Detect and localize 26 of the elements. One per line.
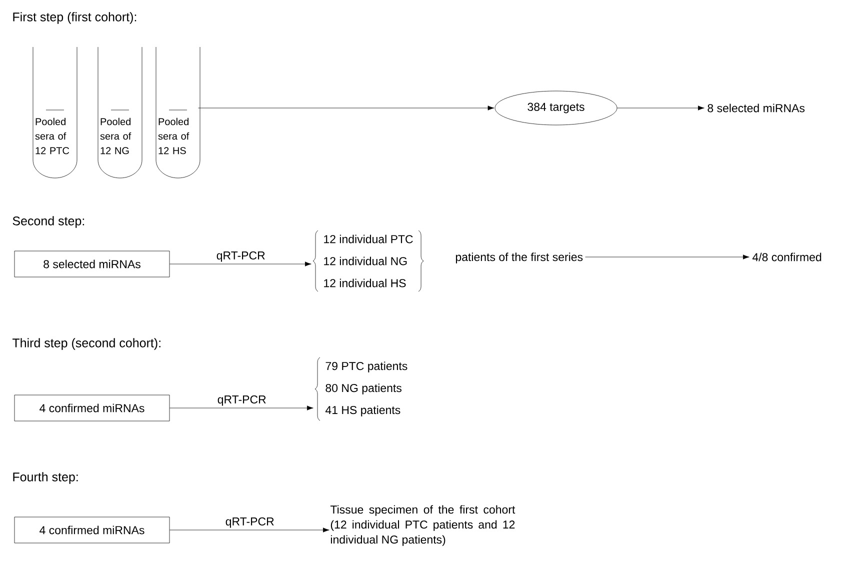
step-heading: First step (first cohort):	[13, 12, 136, 24]
text: Tissue specimen of the first cohort (12 individual PTC patients and 12 individual NG patients)	[330, 505, 516, 546]
process-box: 4 confirmed miRNAs	[14, 394, 170, 422]
text: 8 selected miRNAs	[708, 104, 805, 112]
arrow	[585, 254, 750, 260]
edge-label: qRT-PCR	[216, 251, 265, 262]
arrow	[170, 262, 312, 266]
text: patients of the first series	[456, 252, 583, 264]
step-heading: Fourth step:	[13, 472, 78, 484]
process-box: 4 confirmed miRNAs	[14, 516, 170, 544]
ellipse-node: 384 targets	[494, 90, 618, 126]
step-heading: Second step:	[12, 216, 84, 228]
bracketed-group: 12 individual PTC 12 individual NG 12 individual HS	[312, 230, 424, 292]
text: 4/8 confirmed	[752, 252, 822, 262]
tube-drawing: Pooled sera of 12 NG	[98, 46, 142, 178]
arrow	[617, 106, 704, 110]
step-heading: Third step (second cohort):	[12, 338, 160, 350]
bracketed-group: 79 PTC patients 80 NG patients 41 HS patients	[314, 357, 408, 421]
edge-label: qRT-PCR	[218, 395, 266, 406]
arrow	[170, 406, 314, 410]
arrow	[198, 106, 494, 110]
edge-label: qRT-PCR	[226, 517, 274, 528]
process-box: 8 selected miRNAs	[14, 250, 170, 278]
tube-drawing: Pooled sera of 12 PTC	[32, 46, 78, 178]
arrow	[170, 528, 330, 532]
tube-drawing: Pooled sera of 12 HS	[156, 46, 200, 178]
